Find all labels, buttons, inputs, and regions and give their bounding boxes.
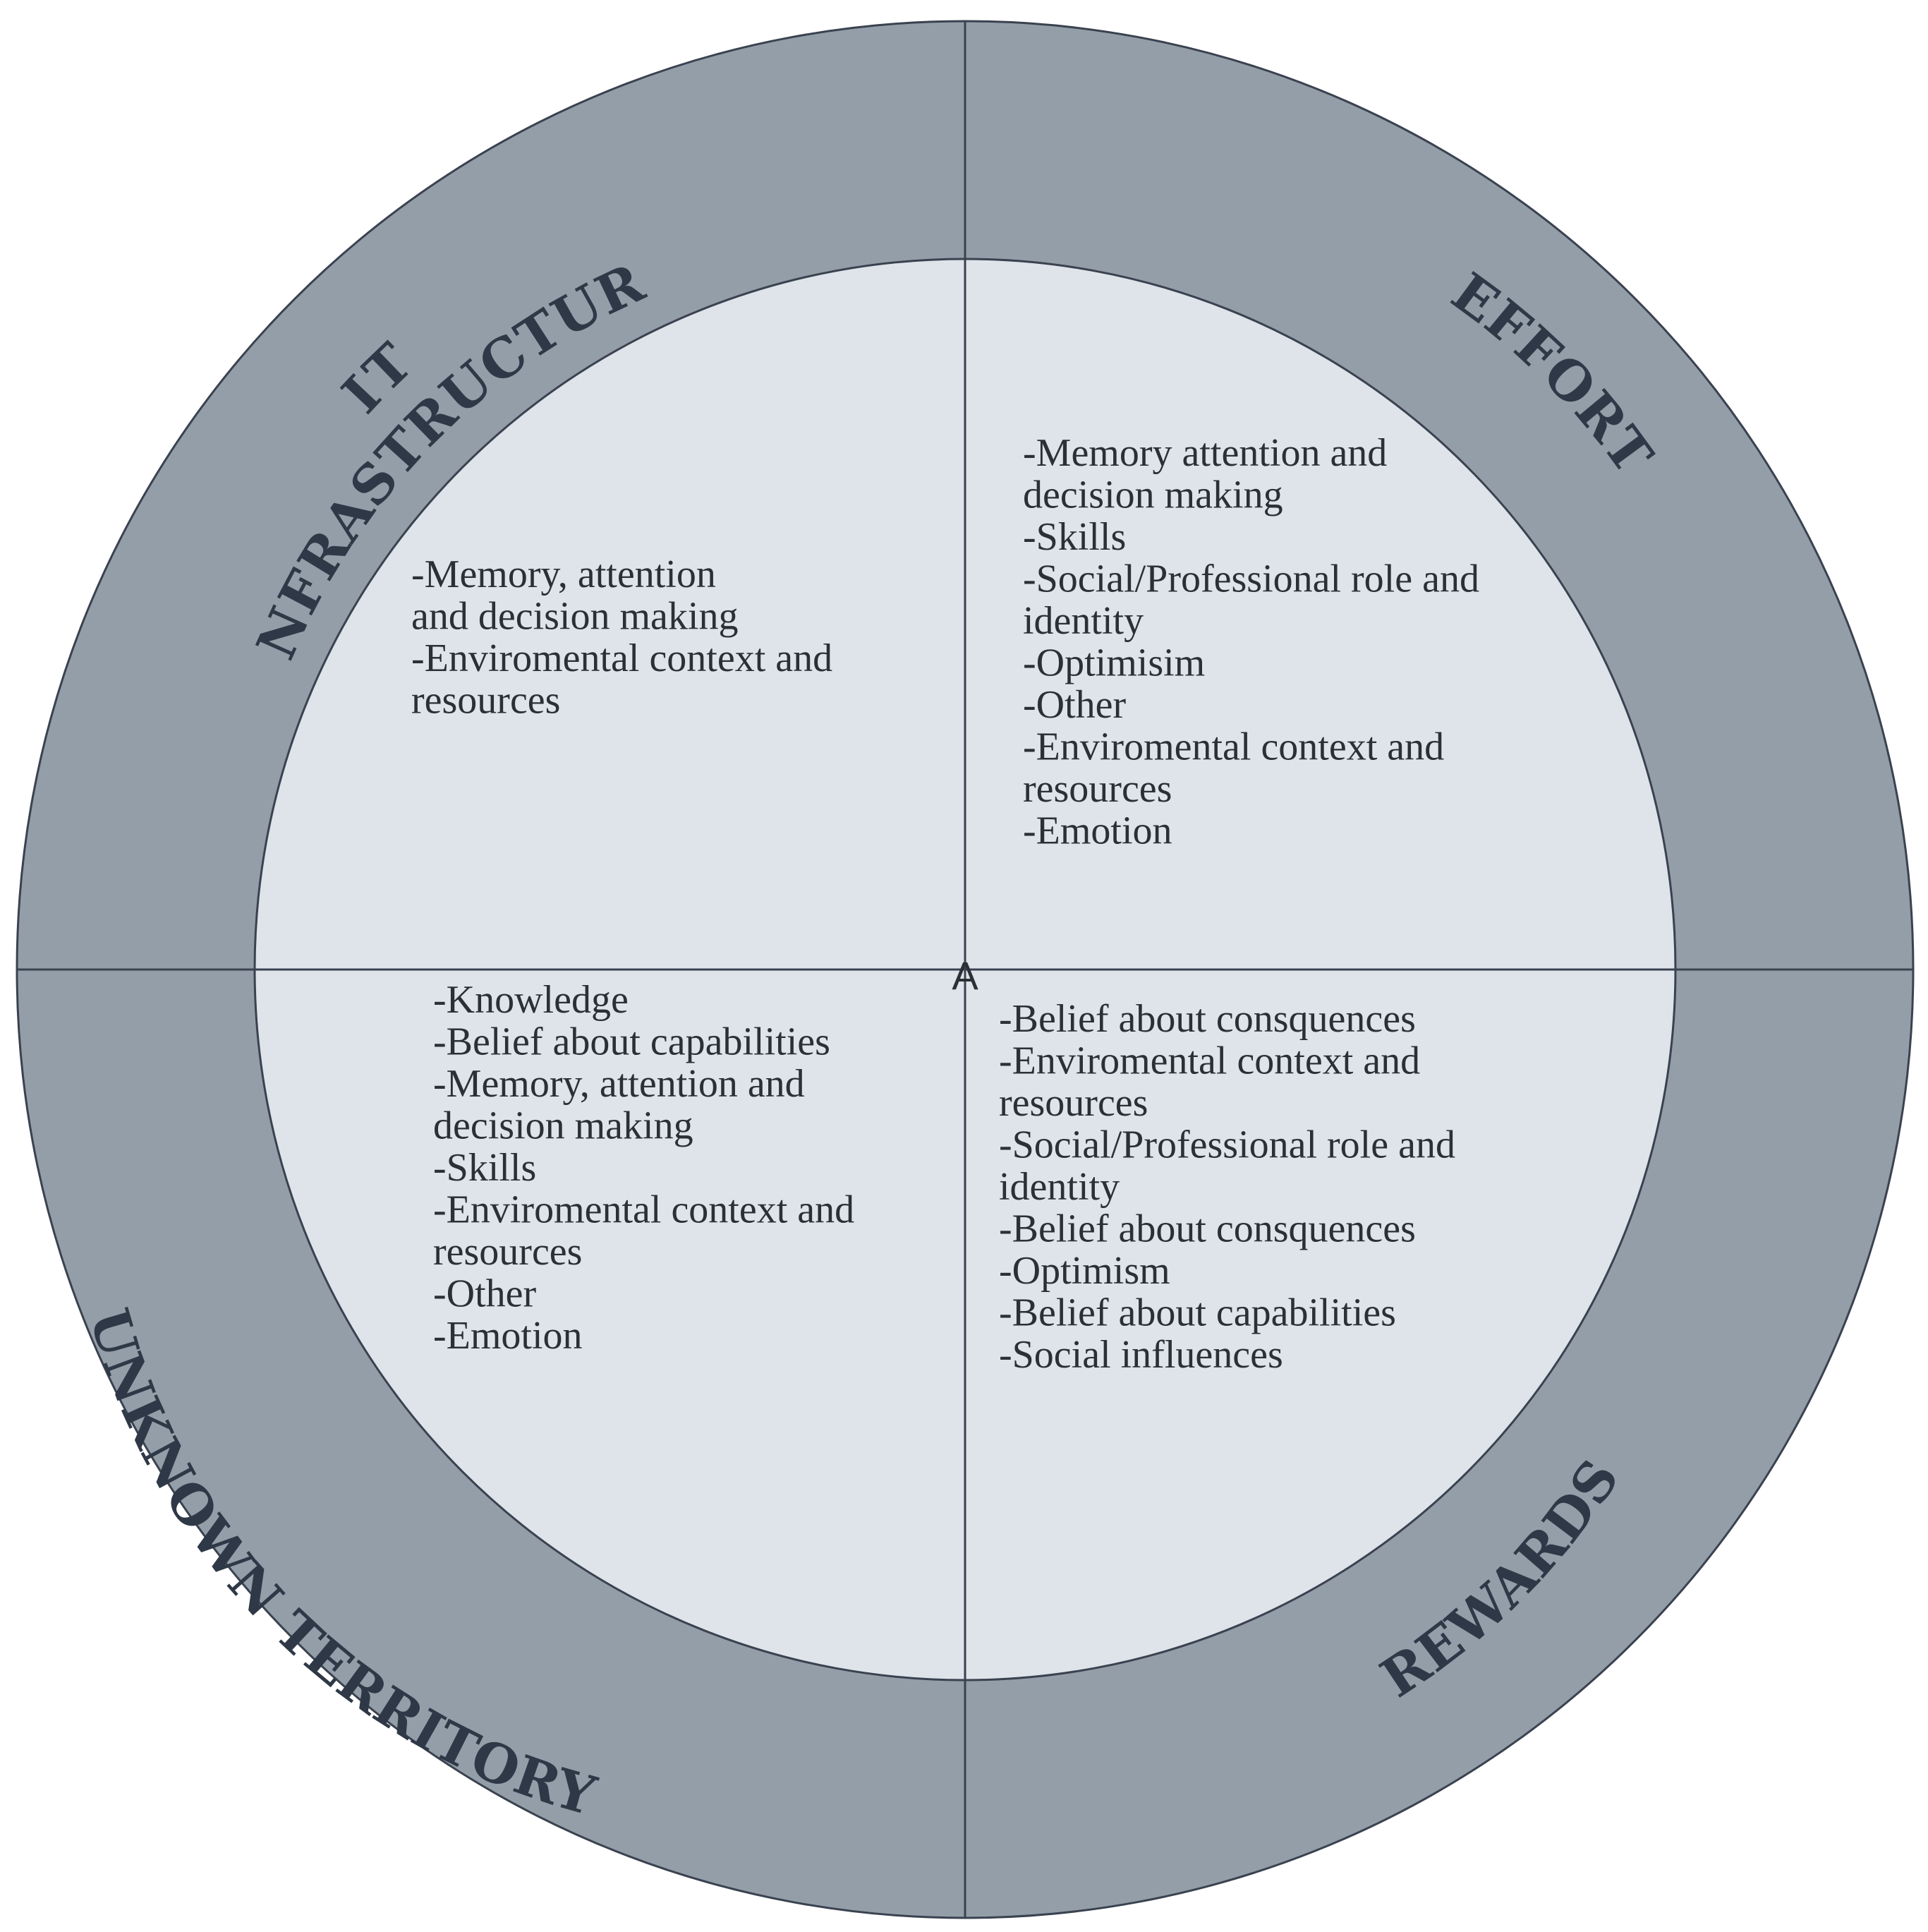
list-item: -Memory attention and <box>1023 431 1387 475</box>
list-item: resources <box>411 679 560 723</box>
list-item: -Skills <box>1023 515 1126 559</box>
list-item: -Belief about capabilities <box>433 1020 830 1064</box>
list-item: -Enviromental context and <box>1023 725 1444 769</box>
list-item: -Belief about capabilities <box>999 1291 1396 1335</box>
list-item: -Other <box>1023 683 1127 727</box>
list-item: resources <box>433 1230 582 1274</box>
list-item: -Enviromental context and <box>433 1188 854 1232</box>
list-item: decision making <box>433 1104 693 1148</box>
list-item: -Social/Professional role and <box>999 1123 1455 1167</box>
list-item: -Social/Professional role and <box>1023 557 1479 601</box>
list-item: -Knowledge <box>433 978 629 1022</box>
item-list-bottom-right: -Belief about consquences-Enviromental c… <box>999 997 1455 1377</box>
list-item: -Optimism <box>999 1249 1170 1293</box>
list-item: -Skills <box>433 1146 536 1190</box>
list-item: -Optimisim <box>1023 641 1205 685</box>
list-item: -Belief about consquences <box>999 997 1416 1041</box>
list-item: identity <box>999 1165 1120 1209</box>
item-list-bottom-left: -Knowledge-Belief about capabilities-Mem… <box>433 978 854 1358</box>
list-item: decision making <box>1023 473 1283 517</box>
list-item: -Emotion <box>1023 809 1172 853</box>
list-item: -Enviromental context and <box>999 1039 1420 1083</box>
list-item: -Belief about consquences <box>999 1207 1416 1251</box>
list-item: resources <box>999 1081 1148 1125</box>
list-item: -Memory, attention and <box>433 1062 805 1106</box>
list-item: and decision making <box>411 595 738 639</box>
list-item: -Social influences <box>999 1333 1283 1377</box>
list-item: resources <box>1023 767 1172 811</box>
list-item: -Emotion <box>433 1314 583 1358</box>
center-mark: A <box>952 953 978 998</box>
list-item: -Other <box>433 1272 537 1316</box>
list-item: -Memory, attention <box>411 553 716 596</box>
list-item: -Enviromental context and <box>411 636 832 680</box>
list-item: identity <box>1023 599 1144 643</box>
